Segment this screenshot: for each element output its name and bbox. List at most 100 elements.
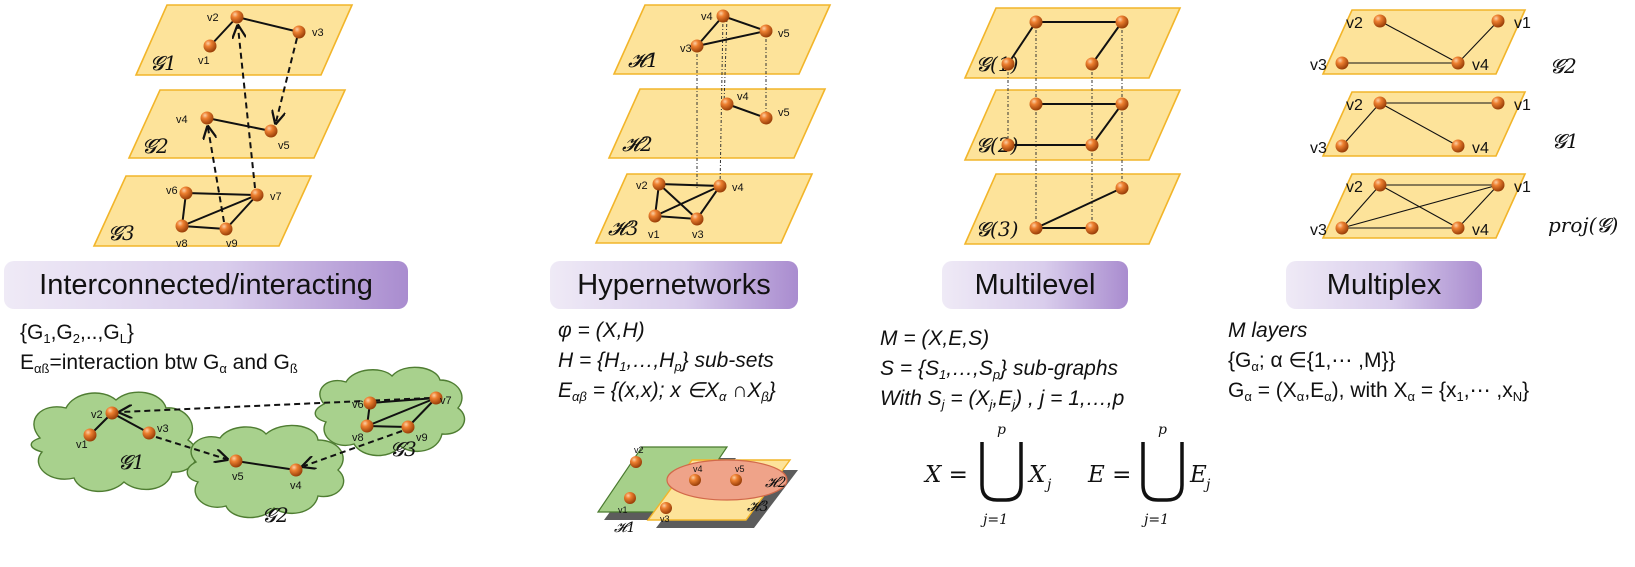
title-hypernetworks: Hypernetworks bbox=[550, 261, 798, 309]
desc-text-fragment: {G bbox=[20, 321, 44, 344]
title-multiplex: Multiplex bbox=[1286, 261, 1482, 309]
desc-text-fragment: 1 bbox=[43, 331, 51, 346]
graph-edge bbox=[225, 194, 258, 230]
graph-node bbox=[720, 97, 734, 111]
graph-node bbox=[759, 111, 773, 125]
layer-plane-mx-proj bbox=[1321, 173, 1527, 239]
node-label: v4 bbox=[693, 464, 703, 474]
desc-text-fragment: α bbox=[1324, 389, 1332, 404]
graph-node bbox=[179, 186, 193, 200]
graph-edge bbox=[1379, 20, 1459, 64]
graph-node bbox=[219, 222, 233, 236]
graph-edge bbox=[407, 397, 437, 428]
node-label: v5 bbox=[778, 28, 790, 40]
desc-interconnected-line2: Eαß=interaction btw Gα and Gß bbox=[20, 348, 298, 378]
node-label: v3 bbox=[660, 514, 670, 524]
desc-text-fragment: α bbox=[219, 361, 227, 376]
interconnected-layer-stack: 𝓖1 𝓖2 𝓖3 v1 v2 v3 v4 v5 v6 v7 v8 v9 bbox=[92, 4, 354, 250]
desc-text-fragment: β bbox=[761, 389, 769, 404]
node-label: v7 bbox=[270, 191, 282, 203]
union-formula-part: X bbox=[1027, 462, 1047, 488]
graph-node bbox=[1451, 56, 1465, 70]
node-label: v4 bbox=[290, 480, 302, 492]
venn-label-h3: 𝓗3 bbox=[747, 499, 769, 515]
graph-node bbox=[175, 219, 189, 233]
union-formula-part: p bbox=[997, 422, 1006, 438]
desc-text-fragment: j bbox=[989, 397, 993, 412]
desc-hypernetworks-line1: φ = (X,H) bbox=[558, 319, 645, 342]
desc-text-fragment: ; α ∈{1,⋯ ,M}} bbox=[1258, 349, 1396, 372]
graph-edge bbox=[726, 103, 767, 119]
node-label: v3 bbox=[1310, 222, 1327, 239]
desc-text-fragment: ,E bbox=[1304, 379, 1325, 402]
desc-text-fragment: j bbox=[941, 397, 945, 412]
layer-plane-mx-g1 bbox=[1321, 91, 1527, 157]
graph-node bbox=[142, 426, 156, 440]
graph-node bbox=[1373, 96, 1387, 110]
union-formula-part: X = bbox=[923, 462, 968, 488]
desc-multiplex-line2: {Gα; α ∈{1,⋯ ,M}} bbox=[1228, 346, 1529, 376]
graph-node bbox=[105, 406, 119, 420]
node-label: v2 bbox=[91, 409, 103, 421]
graph-edge bbox=[1341, 184, 1381, 229]
graph-node bbox=[1115, 181, 1129, 195]
desc-text-fragment: p bbox=[992, 367, 1001, 382]
desc-text-fragment: ,…,H bbox=[626, 349, 675, 372]
graph-node bbox=[1085, 57, 1099, 71]
graph-node bbox=[292, 25, 306, 39]
desc-text-fragment: α bbox=[1296, 389, 1305, 404]
layer-plane-h2 bbox=[607, 88, 827, 159]
union-formula-part: j=1 bbox=[1141, 512, 1169, 528]
graph-edge bbox=[696, 14, 770, 47]
graph-edge bbox=[1457, 184, 1499, 229]
node-label: v5 bbox=[778, 107, 790, 119]
desc-text-fragment: ,⋯ ,x bbox=[1463, 379, 1513, 402]
graph-node bbox=[1335, 56, 1349, 70]
node-label: v5 bbox=[735, 464, 745, 474]
node-label: v1 bbox=[198, 55, 210, 67]
desc-multilevel-line1: M = (X,E,S) bbox=[880, 327, 990, 350]
desc-text-fragment: ,E bbox=[992, 387, 1013, 410]
layer-label-ml3: 𝓖(3) bbox=[976, 217, 1018, 241]
node-label: v4 bbox=[737, 91, 749, 103]
node-label: v2 bbox=[1346, 15, 1363, 32]
graph-node bbox=[689, 474, 701, 486]
graph-edge bbox=[235, 460, 297, 471]
desc-text-fragment: H = {H bbox=[558, 349, 620, 372]
desc-text-fragment: S = {S bbox=[880, 357, 939, 380]
desc-text-fragment: ,G bbox=[50, 321, 73, 344]
desc-text-fragment: ) , j = 1,…,p bbox=[1015, 387, 1125, 410]
graph-edge bbox=[1379, 102, 1459, 147]
multilevel-layer-stack: 𝓖(1) 𝓖(2) 𝓖(3) bbox=[963, 7, 1182, 245]
layer-label-h1: 𝓗1 bbox=[628, 48, 659, 72]
venn-label-h1: 𝓗1 bbox=[614, 520, 636, 536]
node-label: v9 bbox=[416, 432, 428, 444]
graph-node bbox=[1085, 221, 1099, 235]
union-formula-part: j bbox=[1203, 477, 1211, 493]
graph-edge bbox=[654, 185, 721, 217]
graph-node bbox=[1001, 138, 1015, 152]
node-label: v1 bbox=[1514, 15, 1531, 32]
graph-edge bbox=[723, 15, 728, 105]
node-label: v6 bbox=[352, 399, 364, 411]
node-label: v3 bbox=[692, 229, 704, 241]
desc-text-fragment: L bbox=[119, 331, 127, 346]
desc-hypernetworks-line2: H = {H1,…,Hp} sub-sets bbox=[558, 346, 776, 376]
venn-set-h2 bbox=[666, 459, 788, 501]
graph-node bbox=[429, 391, 443, 405]
graph-edge bbox=[1007, 21, 1124, 65]
node-label: v4 bbox=[732, 182, 744, 194]
desc-text-fragment: E bbox=[558, 379, 573, 402]
graph-node bbox=[1335, 221, 1349, 235]
desc-text-fragment: ), with X bbox=[1331, 379, 1408, 402]
hypernetworks-layer-stack: 𝓗1 𝓗2 𝓗3 v3 v4 v5 v4 v5 v2 v4 v1 v3 bbox=[594, 4, 832, 244]
desc-text-fragment: = {(x,x); x ∈X bbox=[586, 379, 719, 402]
desc-text-fragment: 1 bbox=[938, 367, 947, 382]
desc-multilevel: M = (X,E,S) S = {S1,…,Sp} sub-graphs Wit… bbox=[880, 324, 1124, 414]
node-label: v1 bbox=[648, 229, 660, 241]
desc-text-fragment: ,…,S bbox=[946, 357, 993, 380]
graph-edge bbox=[1457, 20, 1499, 64]
graph-node bbox=[264, 124, 278, 138]
graph-node bbox=[652, 177, 666, 191]
layer-label-g2: 𝓖2 bbox=[142, 134, 169, 158]
